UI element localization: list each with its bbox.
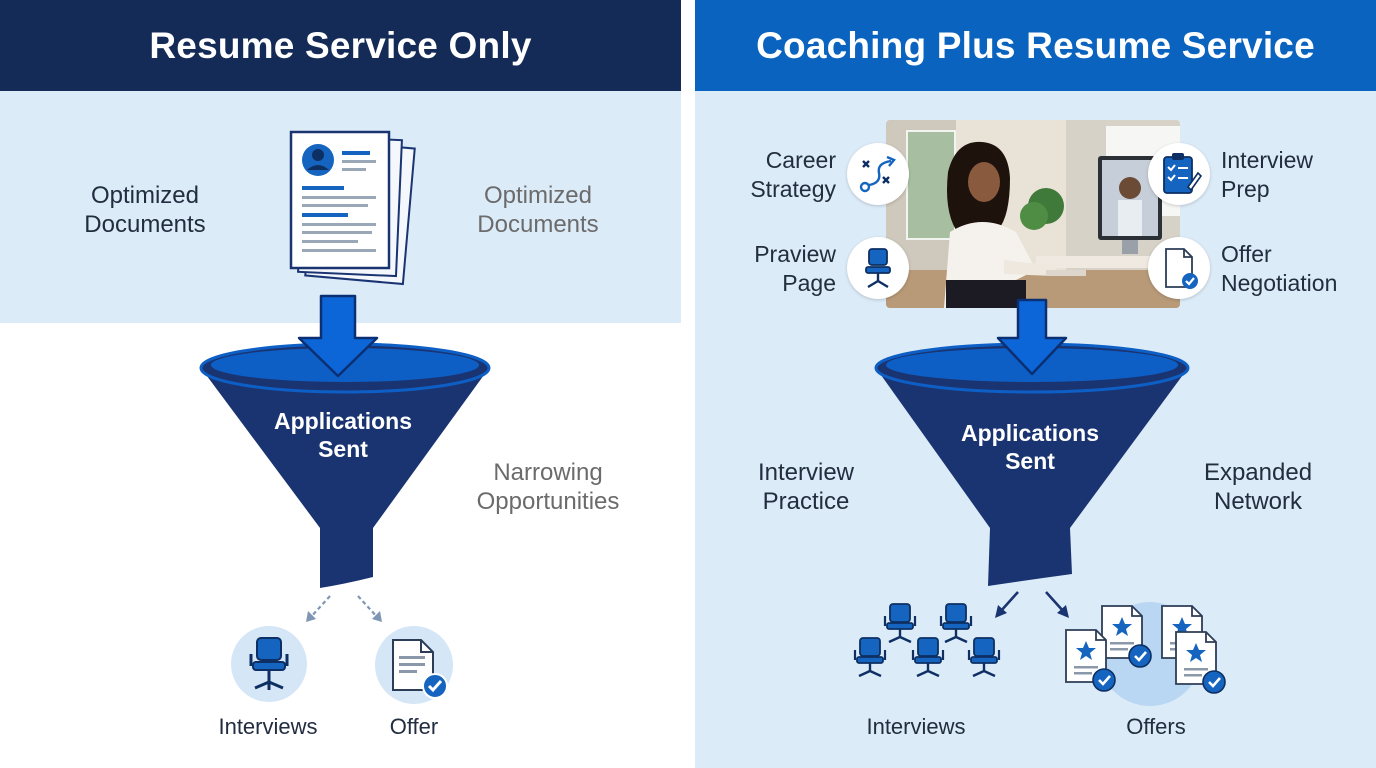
career-strategy-badge (847, 143, 909, 205)
interview-practice-line2: Practice (762, 488, 850, 515)
panel-divider (681, 0, 695, 768)
narrowing-label-line1: Narrowing (493, 459, 603, 486)
funnel-label-line1: Applications (273, 408, 412, 434)
offer-document-check-icon (392, 639, 448, 699)
down-arrow-icon (297, 294, 379, 378)
expanded-network-line2: Network (1213, 488, 1303, 515)
praview-page-label: Praview Page (700, 240, 836, 298)
funnel-diagram (874, 298, 1190, 586)
funnel-label-line2: Sent (1005, 448, 1055, 474)
expanded-network-label: Expanded Network (1166, 458, 1350, 516)
narrowing-label-line2: Opportunities (476, 488, 620, 515)
funnel-label-line2: Sent (318, 436, 368, 462)
resume-service-panel: Resume Service Only Optimized Documents … (0, 0, 681, 768)
career-strategy-line2: Strategy (750, 176, 836, 202)
offers-documents-group (1064, 604, 1227, 695)
interview-prep-badge (1148, 143, 1210, 205)
offer-negotiation-line2: Negotiation (1221, 270, 1338, 296)
interviews-label: Interviews (866, 714, 966, 739)
doc-label-right: Optimized Documents (433, 181, 643, 239)
resume-document-icon (289, 130, 416, 286)
career-strategy-line1: Career (765, 147, 836, 173)
funnel-label-line1: Applications (960, 420, 1099, 446)
office-chair-icon (249, 637, 289, 690)
interview-prep-line1: Interview (1221, 147, 1314, 173)
doc-label-right-line2: Documents (477, 211, 599, 238)
praview-page-line1: Praview (754, 241, 836, 267)
down-arrow-icon (996, 298, 1068, 376)
interview-prep-line2: Prep (1221, 176, 1270, 202)
panel-title: Resume Service Only (149, 24, 532, 66)
panel-title: Coaching Plus Resume Service (756, 24, 1315, 66)
outcome-arrows (995, 591, 1069, 618)
narrowing-label: Narrowing Opportunities (430, 458, 666, 516)
interviews-chairs-group (853, 602, 1001, 678)
expanded-network-line1: Expanded (1203, 459, 1313, 486)
panel-header: Coaching Plus Resume Service (695, 0, 1376, 91)
offer-label: Offer (389, 714, 439, 739)
offer-badge (375, 626, 453, 704)
doc-label-left-line2: Documents (84, 211, 206, 238)
praview-page-badge (847, 237, 909, 299)
offer-negotiation-line1: Offer (1221, 241, 1272, 267)
dashed-arrows (306, 595, 382, 622)
video-call-photo (886, 120, 1180, 308)
clipboard-checklist-icon (1163, 153, 1203, 194)
strategy-play-icon (859, 155, 896, 193)
panel-header: Resume Service Only (0, 0, 681, 91)
interviews-label: Interviews (218, 714, 318, 739)
offer-negotiation-label: Offer Negotiation (1221, 240, 1371, 298)
interviews-badge (231, 626, 307, 702)
funnel-diagram (199, 294, 491, 588)
doc-label-right-line1: Optimized (483, 182, 593, 209)
offers-label: Offers (1126, 714, 1186, 739)
doc-label-left: Optimized Documents (40, 181, 250, 239)
career-strategy-label: Career Strategy (700, 146, 836, 204)
offer-negotiation-badge (1148, 237, 1210, 299)
interview-prep-label: Interview Prep (1221, 146, 1361, 204)
praview-page-line2: Page (782, 270, 836, 296)
funnel-label: Applications Sent (243, 407, 443, 463)
interview-practice-line1: Interview (757, 459, 855, 486)
funnel-label: Applications Sent (930, 419, 1130, 475)
document-check-icon (1165, 248, 1198, 289)
interview-practice-label: Interview Practice (712, 458, 900, 516)
doc-label-left-line1: Optimized (90, 182, 200, 209)
office-chair-icon (865, 248, 891, 289)
coaching-session-photo (886, 120, 1180, 308)
